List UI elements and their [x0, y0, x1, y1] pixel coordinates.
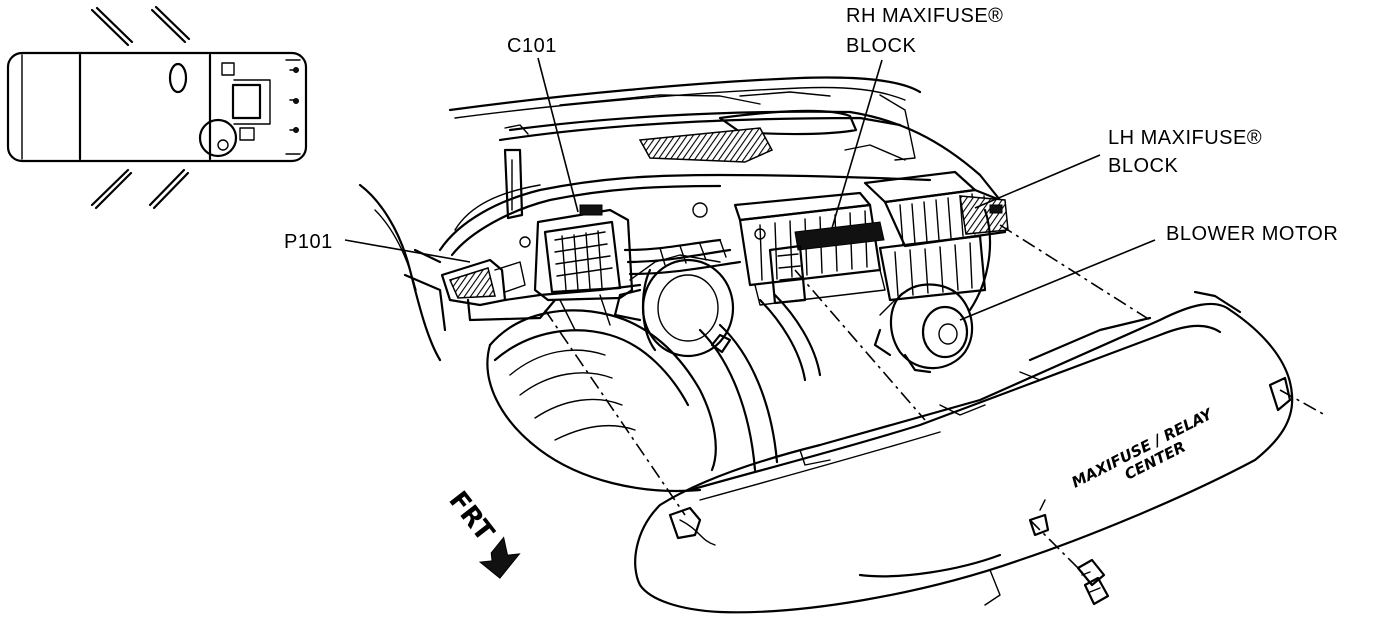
air-intake: [486, 293, 822, 493]
firewall-edge: [438, 173, 932, 252]
detached-connector: [1076, 558, 1110, 606]
labels: C101 RH MAXIFUSE® BLOCK LH MAXIFUSE® BLO…: [284, 5, 1338, 253]
hood-hinge: [503, 148, 524, 220]
cover-fastener: [1028, 513, 1050, 537]
harness-bundle: [623, 238, 722, 252]
p101-connector: [440, 258, 642, 322]
label-rh-maxifuse-line1: RH MAXIFUSE®: [846, 5, 1003, 27]
label-rh-maxifuse-line2: BLOCK: [846, 35, 916, 57]
label-c101: C101: [507, 35, 557, 57]
cover-text-line1: MAXIFUSE / RELAY: [1069, 404, 1217, 491]
hose-right: [698, 328, 757, 472]
left-fender: [358, 183, 442, 362]
label-blower-motor: BLOWER MOTOR: [1166, 223, 1338, 245]
lh-maxifuse-block: [863, 170, 1009, 312]
leader-blower-motor: [959, 239, 1156, 321]
front-indicator: FRT: [442, 486, 521, 579]
cover-right-latch: [1268, 376, 1292, 412]
cowl-top-line: [448, 76, 922, 112]
cover-left-tab: [668, 506, 702, 540]
blower-motor: [873, 283, 974, 374]
leader-lh-maxifuse: [974, 154, 1101, 209]
streak-2: [150, 8, 187, 44]
label-lh-maxifuse-line1: LH MAXIFUSE®: [1108, 127, 1262, 149]
location-circle: [198, 118, 238, 158]
label-frt: FRT: [442, 486, 499, 548]
leader-c101: [537, 57, 579, 213]
vehicle-top-view-icon: [6, 5, 308, 210]
wiper-line: [508, 110, 852, 132]
rh-maxifuse-block: [733, 191, 886, 306]
arrow-down-right-icon: [478, 536, 521, 579]
c101-connector: [533, 204, 742, 302]
vehicle-body: [6, 51, 308, 163]
streak-4: [148, 168, 186, 207]
leader-rh-maxifuse: [831, 59, 883, 229]
label-p101: P101: [284, 231, 333, 253]
leader-lines: [344, 57, 1156, 321]
alignment-lines: [544, 224, 1326, 573]
label-lh-maxifuse-line2: BLOCK: [1108, 155, 1178, 177]
engine-compartment: [358, 76, 1002, 362]
leader-p101: [344, 239, 471, 263]
streak-3: [90, 168, 130, 207]
cowl-vent-grille: [638, 127, 774, 163]
brake-booster: [613, 254, 735, 358]
mirror: [168, 62, 188, 94]
engine-block: [231, 83, 262, 120]
streak-1: [90, 8, 130, 47]
